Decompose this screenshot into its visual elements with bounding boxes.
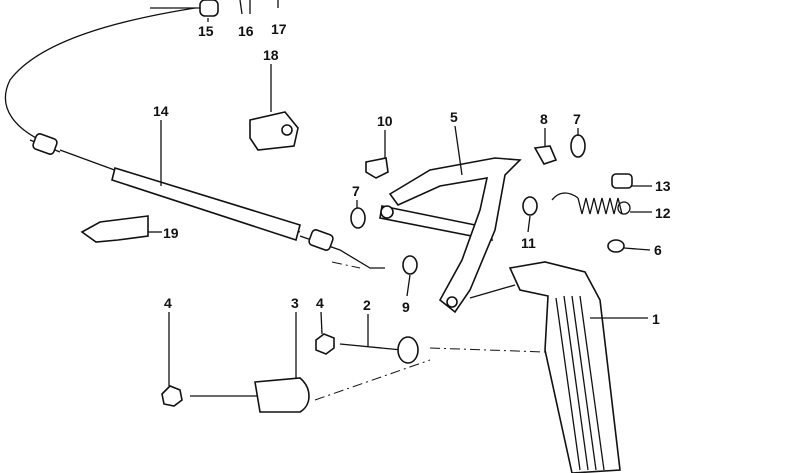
callout-10: 10 (377, 113, 393, 129)
lever-5 (379, 157, 522, 314)
screw-2 (339, 336, 419, 364)
bushing-7 (570, 134, 586, 158)
bushing-7b (350, 207, 366, 229)
clip-18 (249, 111, 299, 151)
callout-7-lower: 7 (352, 183, 360, 199)
alignment-line (331, 261, 361, 269)
nut-4b (315, 333, 335, 355)
nut-4a (161, 385, 183, 407)
bolt-16 (239, 0, 251, 15)
alignment-line (314, 359, 431, 401)
callout-17: 17 (271, 21, 287, 37)
callout-13: 13 (655, 178, 671, 194)
callout-8: 8 (540, 111, 548, 127)
callout-5: 5 (450, 109, 458, 125)
alignment-line (429, 347, 546, 353)
callout-4-upper: 4 (316, 295, 324, 311)
accelerator-cable (4, 0, 385, 269)
callout-3: 3 (291, 295, 299, 311)
clip-8 (533, 145, 558, 165)
bushing-9 (402, 255, 418, 275)
callout-18: 18 (263, 47, 279, 63)
callout-11: 11 (521, 235, 536, 251)
callout-14: 14 (153, 103, 169, 119)
callout-4: 4 (164, 295, 172, 311)
callout-19: 19 (163, 225, 179, 241)
washer-6 (607, 239, 625, 253)
callout-7: 7 (573, 111, 581, 127)
bracket-19 (80, 215, 149, 243)
stopper-10 (365, 157, 389, 179)
callout-6: 6 (654, 242, 662, 258)
callout-9: 9 (402, 299, 410, 315)
leader-lines (148, 18, 652, 386)
bushing-11 (522, 196, 538, 216)
pedal-1 (469, 261, 621, 473)
callout-2: 2 (363, 297, 371, 313)
spring-12 (551, 192, 631, 215)
callout-15: 15 (198, 23, 214, 39)
callout-1: 1 (652, 311, 660, 327)
callout-16: 16 (238, 23, 254, 39)
adjuster-3 (190, 377, 310, 413)
callout-12: 12 (655, 205, 671, 221)
cap-13 (611, 173, 633, 189)
